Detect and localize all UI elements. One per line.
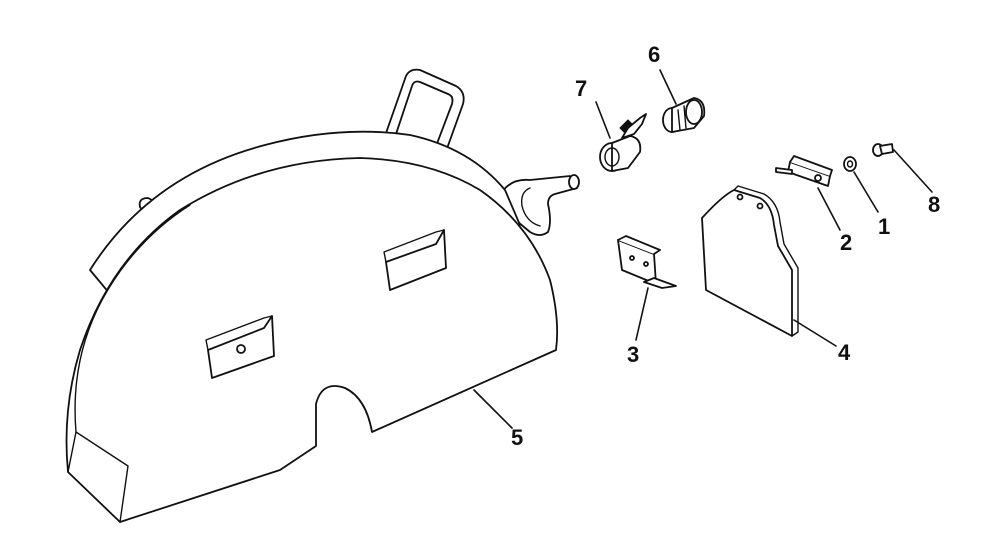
blade-guard: [65, 68, 580, 523]
leader-5: [473, 389, 513, 429]
leader-lines: [473, 69, 933, 429]
callout-3: 3: [627, 342, 639, 367]
leader-2: [817, 187, 841, 231]
callout-5: 5: [511, 425, 523, 450]
washer: [843, 156, 857, 172]
leader-7: [595, 101, 611, 139]
callout-1: 1: [878, 214, 890, 239]
callout-7: 7: [575, 76, 587, 101]
callout-4: 4: [838, 340, 851, 365]
callout-6: 6: [648, 42, 660, 67]
bolt: [872, 143, 894, 157]
callout-labels: 1 2 3 4 5 6 7 8: [511, 42, 940, 450]
rubber-flap: [701, 185, 799, 337]
leader-8: [893, 149, 933, 193]
leader-1: [853, 171, 879, 213]
leader-3: [635, 287, 649, 341]
callout-2: 2: [840, 230, 852, 255]
angle-bracket: [617, 235, 677, 289]
guard-clip-lower: [205, 315, 275, 379]
hose-fitting: [662, 97, 706, 133]
leader-4: [793, 319, 837, 347]
guard-clip-upper: [383, 229, 447, 291]
bracket-with-pin: [775, 155, 833, 187]
dust-outlet-tube: [499, 174, 580, 236]
leader-6: [659, 69, 677, 105]
ball-valve: [599, 113, 647, 172]
callout-8: 8: [928, 192, 940, 217]
